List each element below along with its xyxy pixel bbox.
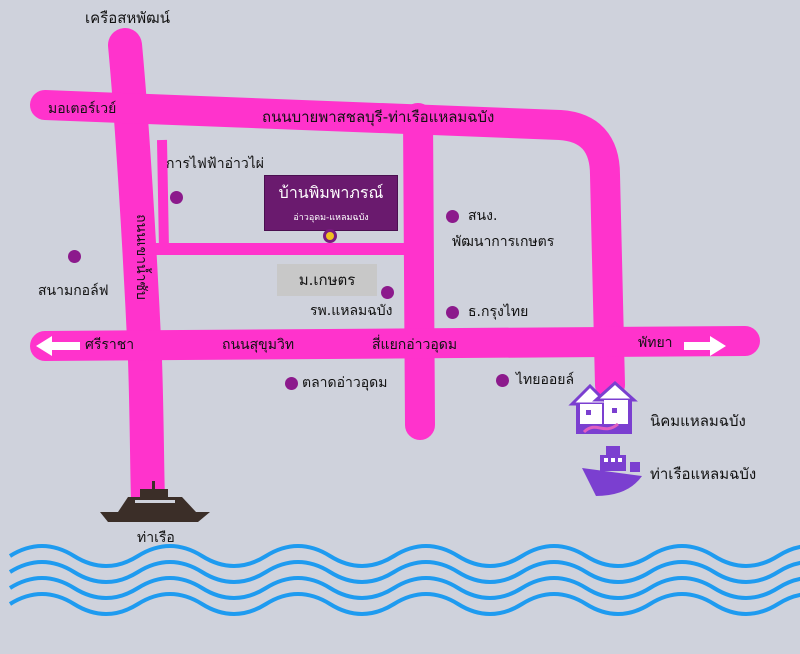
place-label-kaset-univ: ม.เกษตร: [277, 264, 377, 296]
road-label-khrua-sahaphat: เครือสหพัฒน์: [85, 9, 170, 27]
destination-subtitle: อ่าวอุดม-แหลมฉบัง: [293, 213, 369, 223]
place-label-market: ตลาดอ่าวอุดม: [302, 375, 388, 391]
place-label-thaioil: ไทยออยล์: [516, 372, 575, 388]
road-middle-vertical: [403, 103, 435, 440]
place-label-golf: สนามกอล์ฟ: [38, 283, 109, 299]
place-label-krungthai: ธ.กรุงไทย: [468, 304, 529, 320]
place-label-lc-port: ท่าเรือแหลมฉบัง: [650, 465, 757, 483]
road-label-ao-udom-junction: สี่แยกอ่าวอุดม: [372, 337, 458, 353]
place-label-hospital: รพ.แหลมฉบัง: [310, 303, 393, 319]
road-label-sukhumvit: ถนนสุขุมวิท: [222, 337, 295, 353]
place-label-pier: ท่าเรือ: [137, 530, 175, 546]
poi-dot-ors: [446, 210, 459, 223]
place-label-egat: การไฟฟ้าอ่าวไผ่: [166, 156, 264, 172]
road-label-bypass: ถนนบายพาสชลบุรี-ท่าเรือแหลมฉบัง: [262, 108, 495, 126]
road-label-khao-nam-sap: ถนนเขาน้ำซับ: [132, 214, 149, 300]
destination-name: บ้านพิมพาภรณ์: [278, 183, 384, 202]
road-inner-vertical: [157, 139, 169, 251]
arrow-left-icon: [36, 336, 80, 356]
location-marker-icon: [323, 229, 337, 243]
road-label-si-racha: ศรีราชา: [85, 337, 135, 353]
poi-dot-thaioil: [496, 374, 509, 387]
boat-icon: [100, 481, 210, 522]
poi-dot-hospital: [381, 286, 394, 299]
destination-title-box: บ้านพิมพาภรณ์ อ่าวอุดม-แหลมฉบัง: [264, 175, 398, 231]
road-label-pattaya: พัทยา: [638, 335, 673, 351]
ship-icon: [582, 446, 642, 496]
poi-dot-golf: [68, 250, 81, 263]
water-waves: [8, 544, 800, 616]
arrow-right-icon: [684, 336, 726, 356]
poi-dot-market: [285, 377, 298, 390]
road-sukhumvit: [30, 326, 760, 361]
road-bypass: [30, 90, 625, 400]
road-label-motorway: มอเตอร์เวย์: [48, 101, 117, 117]
place-label-ors-line1: สนง.: [468, 208, 498, 224]
houses-icon: [568, 380, 638, 434]
place-label-estate: นิคมแหลมฉบัง: [650, 412, 746, 430]
place-label-ors-line2: พัฒนาการเกษตร: [452, 234, 555, 250]
poi-dot-krungthai: [446, 306, 459, 319]
poi-dot-egat: [170, 191, 183, 204]
